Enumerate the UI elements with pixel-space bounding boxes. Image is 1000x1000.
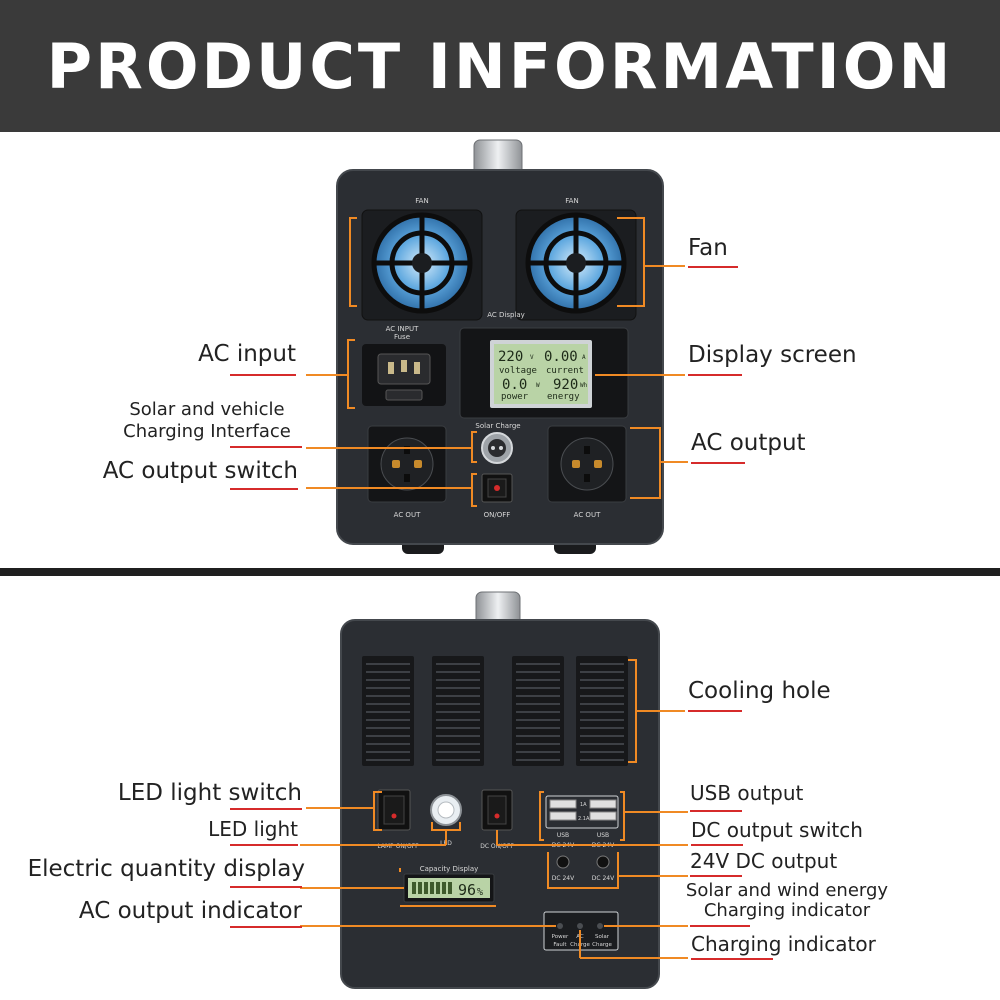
usb-ports xyxy=(545,795,619,829)
underline-charging-indicator xyxy=(691,958,773,960)
underline-solar-vehicle xyxy=(230,446,302,448)
fan-left-text: FAN xyxy=(415,197,428,205)
power-fault-text-2: Fault xyxy=(553,942,567,948)
label-led-switch: LED light switch xyxy=(117,780,302,806)
underline-electric-quantity xyxy=(230,886,302,888)
underline-usb-output xyxy=(690,810,742,812)
lcd-voltage-value: 220 xyxy=(498,349,523,365)
underline-ac-output xyxy=(691,462,745,464)
label-fan: Fan xyxy=(688,235,728,261)
label-usb-output: USB output xyxy=(690,781,804,805)
label-electric-quantity: Electric quantity display xyxy=(27,856,305,882)
ac-input-text-2: Fuse xyxy=(394,333,410,341)
fan-right-text: FAN xyxy=(565,197,578,205)
solar-charge-ind-text-1: Solar xyxy=(595,934,610,940)
lcd-energy-value: 920 xyxy=(553,377,578,393)
underline-dc-output-switch xyxy=(691,844,743,846)
ac-outlet-left xyxy=(367,425,447,503)
power-fault-text-1: Power xyxy=(552,934,569,940)
label-solar-vehicle-1: Solar and vehicle xyxy=(129,399,285,420)
section-divider xyxy=(0,568,1000,576)
usb-right-text: USB xyxy=(597,832,609,839)
cooling-slots xyxy=(366,663,624,761)
on-off-text: ON/OFF xyxy=(484,511,511,519)
ac-display-frame xyxy=(459,327,629,419)
lcd-power-label: power xyxy=(501,392,529,402)
front-device-illustration: FAN FAN AC Display AC INPUT Fuse 220 V 0… xyxy=(306,139,688,554)
ac-input-socket xyxy=(362,344,446,406)
lcd-power-unit: W xyxy=(536,382,540,389)
ac-output-switch-device xyxy=(481,473,513,503)
lcd-current-label: current xyxy=(546,366,584,376)
underline-ac-output-switch xyxy=(230,488,298,490)
fan-left xyxy=(361,209,483,321)
usb-21a-text: 2.1A xyxy=(578,816,590,822)
label-solar-wind-1: Solar and wind energy xyxy=(685,880,889,901)
label-led-light: LED light xyxy=(208,817,298,841)
underline-solar-wind xyxy=(690,925,750,927)
dc-onoff-text: DC ON/OFF xyxy=(480,843,514,850)
capacity-unit: % xyxy=(477,887,483,898)
underline-led-switch xyxy=(230,808,302,810)
page-title: PRODUCT INFORMATION xyxy=(46,29,954,103)
led-light-device xyxy=(430,794,462,826)
label-cooling-hole: Cooling hole xyxy=(688,678,831,704)
lcd-energy-label: energy xyxy=(547,392,580,402)
dc24-bottom-right-text: DC 24V xyxy=(592,875,615,882)
lcd-voltage-unit: V xyxy=(530,354,534,361)
capacity-bars xyxy=(412,882,452,894)
ac-out-right-text: AC OUT xyxy=(574,511,601,519)
lcd-power-value: 0.0 xyxy=(502,377,527,393)
lcd-energy-unit: Wh xyxy=(580,382,588,389)
underline-fan xyxy=(688,266,738,268)
underline-display-screen xyxy=(688,374,742,376)
dc24-bottom-left-text: DC 24V xyxy=(552,875,575,882)
ac-outlet-right xyxy=(547,425,627,503)
fan-right xyxy=(515,209,637,321)
label-ac-input: AC input xyxy=(198,341,296,367)
solar-charge-ind-text-2: Charge xyxy=(592,942,612,948)
capacity-value: 96 xyxy=(458,881,476,899)
label-solar-wind-2: Charging indicator xyxy=(703,900,871,921)
label-dc-output-switch: DC output switch xyxy=(691,818,863,842)
label-solar-vehicle-2: Charging Interface xyxy=(123,421,291,442)
underline-ac-input xyxy=(230,374,296,376)
solar-charge-port xyxy=(481,432,513,464)
dc-switch-device xyxy=(481,789,513,831)
label-dc-24v-output: 24V DC output xyxy=(690,849,838,873)
lcd-current-value: 0.00 xyxy=(544,349,578,365)
usb-left-text: USB xyxy=(557,832,569,839)
solar-charge-text: Solar Charge xyxy=(475,422,520,430)
ac-display-text: AC Display xyxy=(487,311,525,319)
capacity-display-text: Capacity Display xyxy=(420,865,479,873)
front-callouts xyxy=(306,217,688,507)
ac-input-text-1: AC INPUT xyxy=(386,325,419,333)
led-switch-device xyxy=(377,789,411,831)
label-ac-output-switch: AC output switch xyxy=(102,458,298,484)
underline-ac-output-indicator xyxy=(230,926,302,928)
underline-led-light xyxy=(230,844,298,846)
label-ac-output-indicator: AC output indicator xyxy=(78,898,302,924)
lcd-current-unit: A xyxy=(582,354,586,361)
header-banner: PRODUCT INFORMATION xyxy=(0,0,1000,132)
label-charging-indicator: Charging indicator xyxy=(691,932,876,956)
label-ac-output: AC output xyxy=(691,430,806,456)
ac-out-left-text: AC OUT xyxy=(394,511,421,519)
lamp-onoff-text: LAMP ON/OFF xyxy=(377,843,419,850)
label-display-screen: Display screen xyxy=(688,342,857,368)
dc-24v-ports xyxy=(556,855,610,869)
underline-cooling-hole xyxy=(688,710,742,712)
underline-dc-24v-output xyxy=(690,875,742,877)
usb-1a-text: 1A xyxy=(580,802,587,808)
back-callouts xyxy=(300,659,688,959)
lcd-voltage-label: voltage xyxy=(499,366,537,376)
